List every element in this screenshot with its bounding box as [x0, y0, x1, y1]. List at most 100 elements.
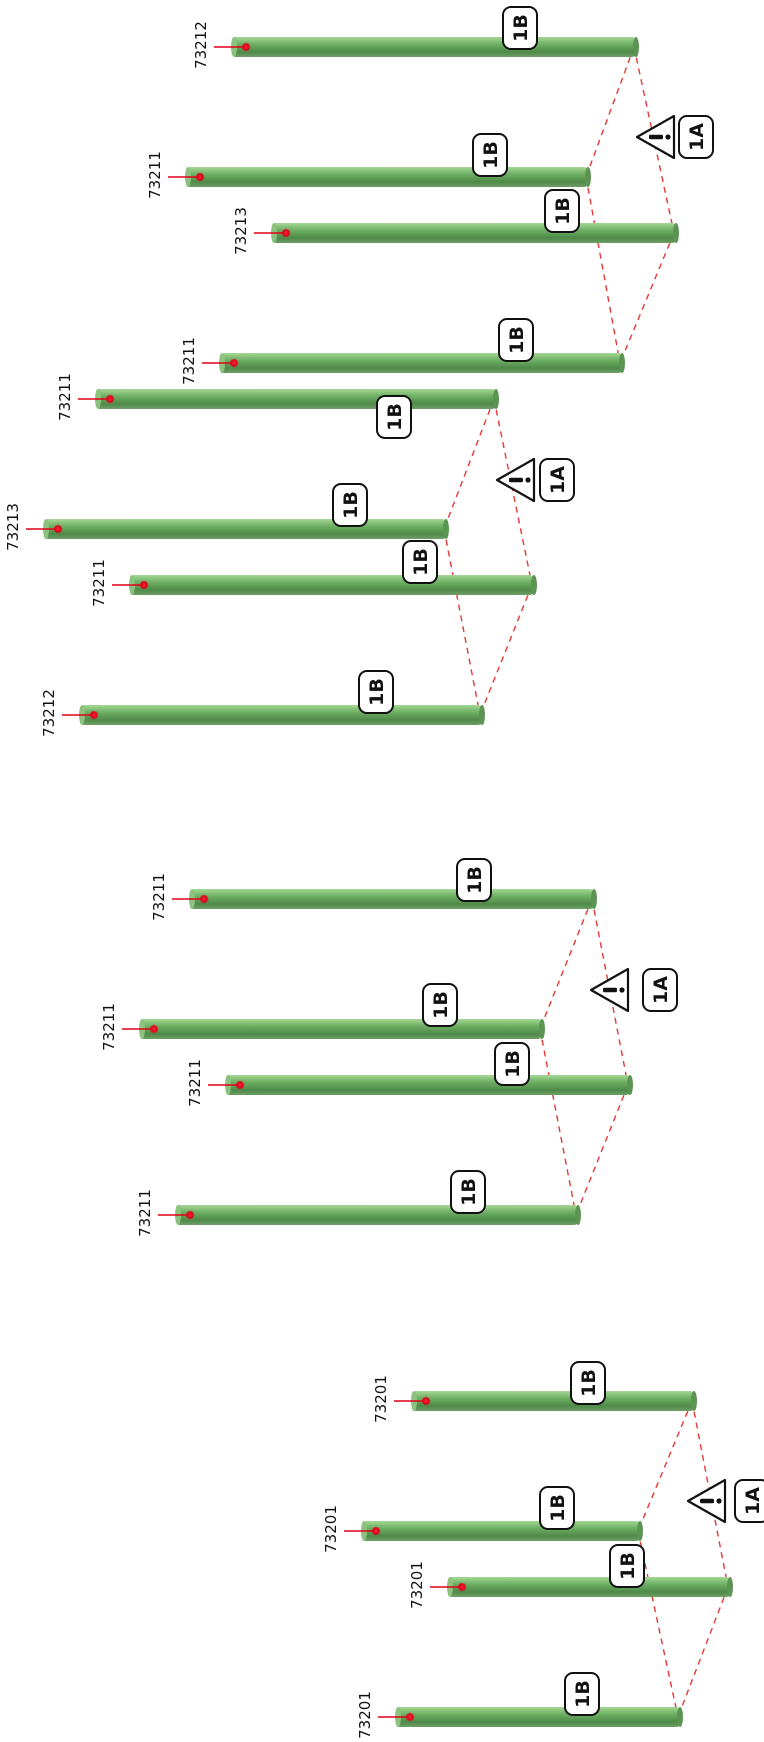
- rod-body: [220, 353, 622, 373]
- marker-dot: [405, 1712, 415, 1722]
- warning-label-text: 1A: [686, 123, 708, 151]
- tag-badge-label: 1B: [384, 403, 406, 431]
- tag-badge: 1B: [564, 1672, 600, 1716]
- dashed-connector: [585, 46, 635, 178]
- tag-badge-frame: [450, 1170, 486, 1214]
- rod-body: [44, 519, 446, 539]
- tag-badge: 1B: [358, 670, 394, 714]
- tag-badge-frame: [358, 670, 394, 714]
- tag-badge-label: 1B: [547, 1494, 569, 1522]
- tag-badge-frame: [402, 540, 438, 584]
- tag-badge: 1B: [422, 983, 458, 1027]
- rod-body: [226, 1075, 630, 1095]
- rod-end-cap: [673, 223, 679, 243]
- rod-body: [96, 389, 496, 409]
- part-number-label: 73211: [136, 1189, 154, 1237]
- rod-end-cap: [633, 37, 639, 57]
- rod-end-cap: [443, 519, 449, 539]
- tag-badge: 1B: [456, 858, 492, 902]
- tag-badge-frame: [332, 483, 368, 527]
- part-number-label: 73211: [186, 1059, 204, 1107]
- tag-badge-frame: [609, 1544, 645, 1588]
- marker-dot: [241, 42, 251, 52]
- tag-badge: 1B: [332, 483, 368, 527]
- marker-dot: [195, 172, 205, 182]
- part-number-label: 73211: [90, 559, 108, 607]
- dashed-connector: [637, 1400, 693, 1532]
- rod[interactable]: 73211 1B: [186, 1042, 633, 1107]
- tag-badge: 1B: [402, 540, 438, 584]
- part-number-label: 73211: [100, 1003, 118, 1051]
- part-number-label: 73211: [56, 373, 74, 421]
- rod-end-cap: [585, 167, 591, 187]
- part-number-label: 73201: [372, 1375, 390, 1423]
- rod[interactable]: 73211 1B: [146, 133, 591, 199]
- tag-badge-label: 1B: [552, 197, 574, 225]
- marker-dot: [229, 358, 239, 368]
- rod[interactable]: 73211 1B: [100, 983, 545, 1051]
- warning-label-text: 1A: [742, 1487, 764, 1515]
- tag-badge-frame: [494, 1042, 530, 1086]
- dashed-connector: [591, 898, 629, 1086]
- warning-icon: [686, 1478, 727, 1524]
- marker-dot: [139, 580, 149, 590]
- warning-label-badge: 1A: [678, 115, 714, 159]
- dashed-connector: [637, 1530, 679, 1718]
- warning-label-text: 1A: [650, 976, 672, 1004]
- marker-dot: [185, 1210, 195, 1220]
- dashed-connector: [633, 46, 675, 234]
- dashed-connector: [539, 898, 593, 1030]
- rod-end-cap: [677, 1707, 683, 1727]
- tag-badge-label: 1B: [572, 1680, 594, 1708]
- marker-dot: [199, 894, 209, 904]
- rod-end-cap: [479, 705, 485, 725]
- rod-body: [232, 37, 636, 57]
- rod-end-cap: [691, 1391, 697, 1411]
- tag-badge-label: 1B: [458, 1178, 480, 1206]
- tag-badge-label: 1B: [410, 548, 432, 576]
- dashed-connector: [585, 176, 621, 364]
- tag-badge-label: 1B: [578, 1369, 600, 1397]
- tag-badge-frame: [570, 1361, 606, 1405]
- marker-dot: [421, 1396, 431, 1406]
- dashed-connector: [677, 1586, 729, 1718]
- rod-body: [186, 167, 588, 187]
- tag-badge-label: 1B: [502, 1050, 524, 1078]
- tag-badge-label: 1B: [480, 141, 502, 169]
- part-number-label: 73211: [146, 151, 164, 199]
- rod[interactable]: 73201 1B: [322, 1486, 643, 1553]
- tag-badge: 1B: [450, 1170, 486, 1214]
- tag-badge-frame: [422, 983, 458, 1027]
- tag-badge-frame: [539, 1486, 575, 1530]
- warning-label-badge: 1A: [734, 1479, 764, 1523]
- tag-badge-frame: [544, 189, 580, 233]
- part-number-label: 73201: [322, 1505, 340, 1553]
- rod-body: [362, 1521, 640, 1541]
- rod[interactable]: 73211 1B: [90, 540, 537, 607]
- rod-end-cap: [575, 1205, 581, 1225]
- rod[interactable]: 73211 1B: [136, 1170, 581, 1237]
- rod[interactable]: 73211 1B: [56, 373, 499, 439]
- warning-label-badge: 1A: [539, 458, 575, 502]
- tag-badge: 1B: [539, 1486, 575, 1530]
- rod-end-cap: [619, 353, 625, 373]
- dashed-connector: [443, 528, 481, 716]
- marker-dot: [149, 1024, 159, 1034]
- marker-dot: [89, 710, 99, 720]
- rod[interactable]: 73201 1B: [372, 1361, 697, 1423]
- tag-badge: 1B: [544, 189, 580, 233]
- dashed-connector: [575, 1084, 629, 1216]
- dashed-connector: [493, 398, 533, 586]
- part-number-label: 73211: [180, 337, 198, 385]
